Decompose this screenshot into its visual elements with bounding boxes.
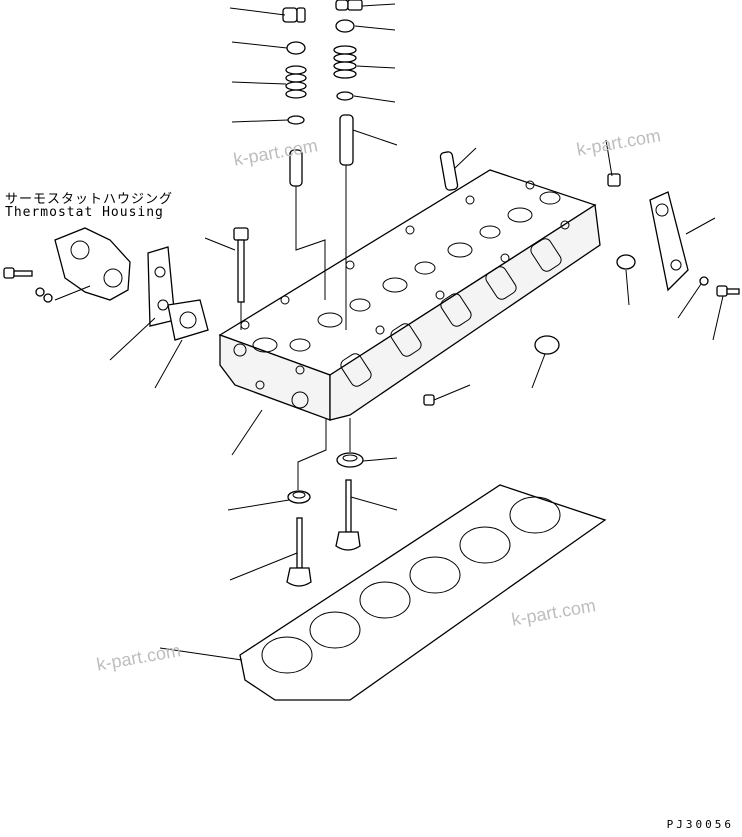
head-top-holes [240,180,570,375]
spring-seat-washer-right [336,91,354,101]
valve-spring-left [285,65,307,99]
valve-spring-right [333,45,357,79]
valve-retainer-left [286,41,306,55]
valve-cotters-right [335,0,363,11]
side-plug-bolt [423,394,435,406]
valve-guide-right [339,114,354,166]
head-bolt [233,227,249,330]
lifting-bracket [649,191,689,292]
leader-lines [54,3,724,661]
head-side-ports [340,238,562,387]
bracket-washer [699,276,709,286]
thermostat-housing-label-jp: サーモスタットハウジング [5,192,174,207]
thermostat-seal [167,299,209,341]
valve-lower-center-lines [297,418,327,490]
valve-guide-spare [439,151,459,191]
figure-code: PJ30056 [666,818,734,831]
thermostat-housing [54,227,131,301]
spring-seat-washer-left [287,115,305,125]
thermostat-washer-2 [43,293,53,303]
head-gasket [239,484,607,701]
bracket-plug [616,254,636,270]
expansion-plug [534,335,560,355]
valve-center-lines [295,165,347,330]
thermostat-housing-label-en: Thermostat Housing [5,205,164,220]
intake-valve [286,517,312,587]
valve-retainer-right [335,19,355,33]
bracket-bolt-top [607,173,621,187]
exhaust-valve [335,479,361,551]
valve-seat-ring-right [336,452,364,468]
thermostat-washer-1 [35,287,45,297]
thermostat-bolt [3,267,33,279]
valve-cotters-left [282,7,306,23]
bracket-bolt [716,285,740,297]
valve-seat-ring [287,490,311,504]
cylinder-head [218,169,601,421]
